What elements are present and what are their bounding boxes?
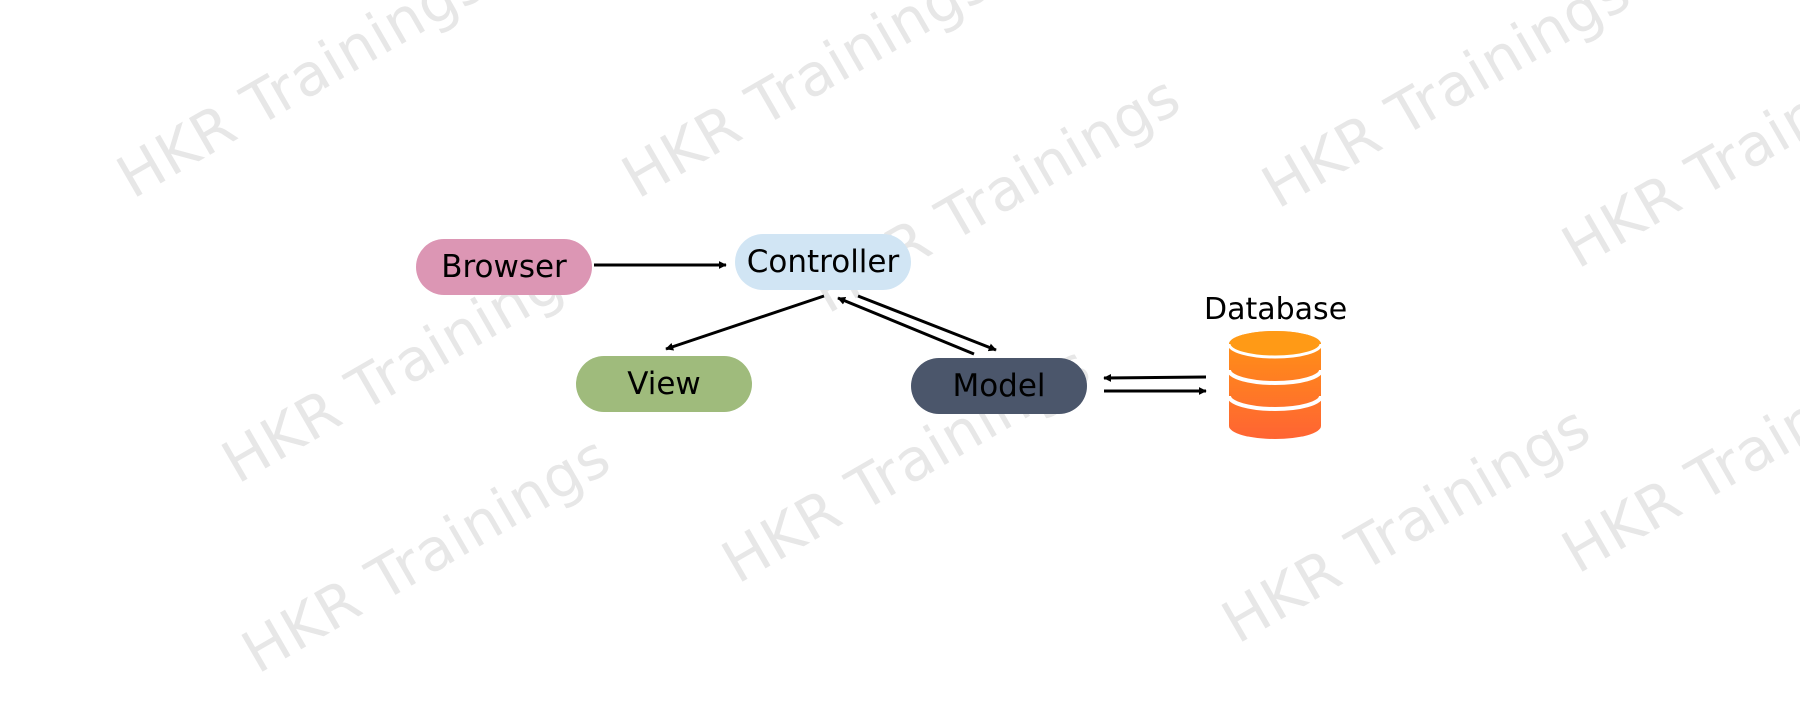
- database-label: Database: [1204, 292, 1348, 327]
- arrow-controller-to-view: [665, 294, 825, 351]
- model-node: Model: [911, 358, 1087, 414]
- database-icon: [1227, 331, 1323, 439]
- browser-node: Browser: [416, 239, 592, 295]
- controller-node: Controller: [735, 234, 911, 290]
- arrow-model-to-controller: [837, 296, 975, 356]
- view-node: View: [576, 356, 752, 412]
- arrow-controller-to-model: [857, 294, 997, 352]
- arrow-database-to-model: [1103, 373, 1207, 382]
